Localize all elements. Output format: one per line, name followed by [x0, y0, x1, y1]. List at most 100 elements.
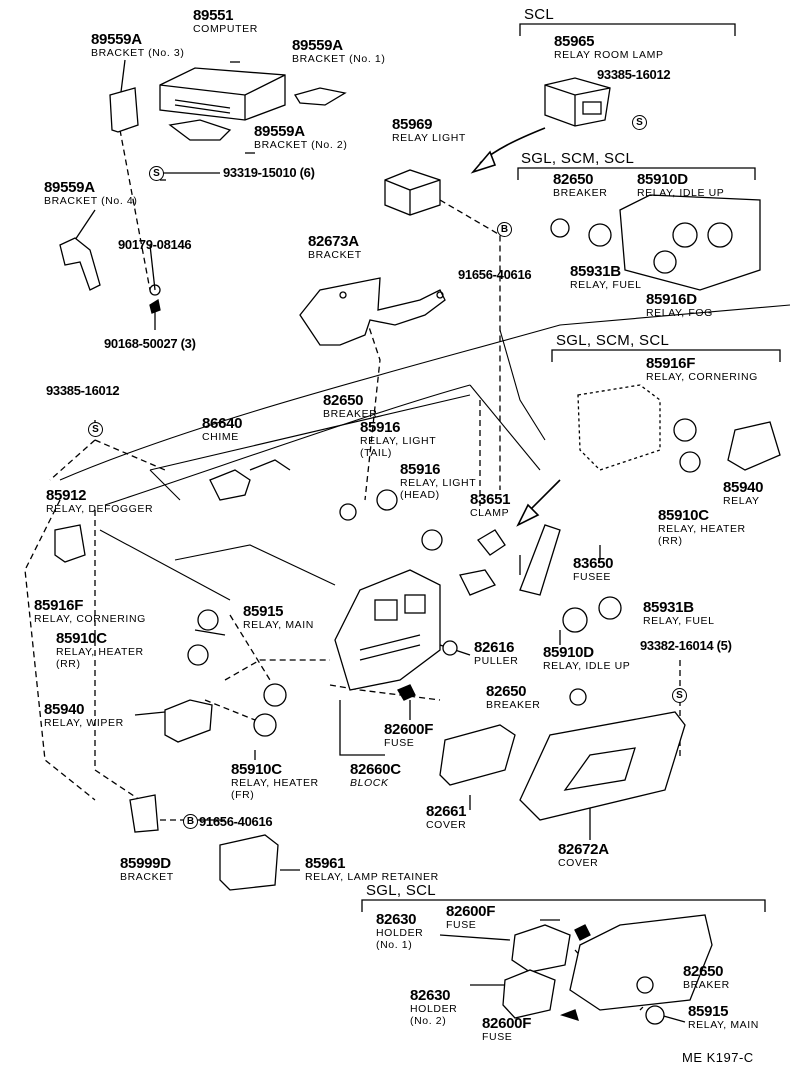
part-number: 85940 — [723, 479, 764, 496]
part-label: 89551 COMPUTER — [193, 8, 258, 35]
part-name: RELAY, MAIN — [243, 619, 314, 631]
part-name: COVER — [558, 857, 599, 869]
marker-b: B — [183, 814, 198, 829]
part-name: FUSE — [482, 1031, 513, 1043]
group-label-sgl-scm-scl: SGL, SCM, SCL — [556, 332, 670, 349]
part-number: 85965 — [554, 33, 595, 50]
part-number: 85910C — [231, 761, 282, 778]
part-name: RELAY, LIGHT — [400, 477, 477, 489]
part-number: 83651 — [470, 491, 511, 508]
part-label: 89559A BRACKET (No. 2) — [254, 124, 347, 151]
part-number: 93385-16012 — [597, 67, 671, 82]
part-subname: (RR) — [56, 657, 81, 670]
part-label: 82661 COVER — [426, 804, 467, 831]
part-label: 85910C RELAY, HEATER (FR) — [231, 762, 319, 800]
part-number: 82650 — [323, 392, 364, 409]
part-name: RELAY, FUEL — [570, 279, 642, 291]
part-number: 89551 — [193, 7, 234, 24]
part-name: COMPUTER — [193, 23, 258, 35]
part-number: 82660C — [350, 761, 401, 778]
part-label: 86640 CHIME — [202, 416, 243, 443]
room-lamp-relay-drawing — [544, 77, 611, 127]
marker-s: S — [632, 115, 647, 130]
part-number: 82650 — [683, 963, 724, 980]
part-label: 89559A BRACKET (No. 1) — [292, 38, 385, 65]
part-number: 90168-50027 (3) — [104, 336, 196, 351]
part-label: 82600F FUSE — [384, 722, 433, 749]
marker-s: S — [149, 166, 164, 181]
part-name: BRACKET — [308, 249, 362, 261]
junction-block-drawing — [334, 569, 441, 691]
part-number: 85916 — [360, 419, 401, 436]
part-label: 85912 RELAY, DEFOGGER — [46, 488, 153, 515]
part-number: 89559A — [44, 179, 95, 196]
part-label: 82650 BREAKER — [486, 684, 540, 711]
part-number: 85910D — [637, 171, 688, 188]
part-number: 82650 — [486, 683, 527, 700]
marker-s: S — [88, 422, 103, 437]
holder-parts-bottom — [502, 914, 713, 1025]
part-name: CLAMP — [470, 507, 510, 519]
part-label: 89559A BRACKET (No. 4) — [44, 180, 137, 207]
part-label: 82672A COVER — [558, 842, 609, 869]
part-name: BRACKET (No. 1) — [292, 53, 386, 65]
part-label: 82650 BREAKER — [553, 172, 607, 199]
part-name: RELAY, DEFOGGER — [46, 503, 154, 515]
part-number: 85931B — [570, 263, 621, 280]
marker-b: B — [497, 222, 512, 237]
figure-code: ME K197-C — [682, 1050, 754, 1065]
bracket-drawings — [59, 87, 347, 314]
part-name: RELAY, IDLE UP — [637, 187, 725, 199]
part-label: 82660C BLOCK — [350, 762, 401, 789]
part-label: 90179-08146 — [118, 238, 192, 251]
part-number: 85940 — [44, 701, 85, 718]
relay-parts-left — [129, 609, 287, 891]
part-label: 85916 RELAY, LIGHT (TAIL) — [360, 420, 436, 458]
part-number: 89559A — [91, 31, 142, 48]
part-name: PULLER — [474, 655, 519, 667]
part-number: 85916D — [646, 291, 697, 308]
part-number: 93385-16012 — [46, 383, 120, 398]
part-number: 82673A — [308, 233, 359, 250]
light-relay-drawing — [384, 169, 441, 216]
part-label: 82630 HOLDER (No. 1) — [376, 912, 423, 950]
part-number: 85912 — [46, 487, 87, 504]
part-name: RELAY, HEATER — [231, 777, 319, 789]
part-label: 82616 PULLER — [474, 640, 518, 667]
part-number: 93319-15010 (6) — [223, 165, 315, 180]
part-number: 89559A — [254, 123, 305, 140]
part-name: RELAY, HEATER — [56, 646, 144, 658]
part-label: 85910D RELAY, IDLE UP — [543, 645, 630, 672]
part-name: RELAY, FOG — [646, 307, 713, 319]
part-number: 85916 — [400, 461, 441, 478]
part-number: 83650 — [573, 555, 614, 572]
part-name: BREAKER — [323, 408, 378, 420]
part-label: 85965 RELAY ROOM LAMP — [554, 34, 664, 61]
relay-cluster-top — [550, 194, 761, 291]
part-number: 85961 — [305, 855, 346, 872]
part-name: BRACKET (No. 2) — [254, 139, 348, 151]
part-subname: (RR) — [658, 534, 683, 547]
part-label: 85915 RELAY, MAIN — [688, 1004, 759, 1031]
part-subname: (FR) — [231, 788, 255, 801]
part-number: 93382-16014 (5) — [640, 638, 732, 653]
part-label: 82650 BRAKER — [683, 964, 730, 991]
part-number: 82672A — [558, 841, 609, 858]
part-number: 82650 — [553, 171, 594, 188]
part-number: 82630 — [410, 987, 451, 1004]
part-label: 83651 CLAMP — [470, 491, 511, 519]
part-number: 85910D — [543, 644, 594, 661]
part-name: RELAY, LIGHT — [360, 435, 437, 447]
relay-parts-mid — [54, 489, 561, 596]
part-number: 85999D — [120, 855, 171, 872]
part-name: FUSE — [384, 737, 415, 749]
part-subname: (TAIL) — [360, 446, 392, 459]
part-number: 85931B — [643, 599, 694, 616]
part-label: 85916D RELAY, FOG — [646, 292, 713, 319]
part-number: 85916F — [34, 597, 84, 614]
part-name: BREAKER — [553, 187, 608, 199]
part-name: BRACKET (No. 3) — [91, 47, 185, 59]
part-number: 85969 — [392, 116, 433, 133]
part-number: 85915 — [688, 1003, 729, 1020]
